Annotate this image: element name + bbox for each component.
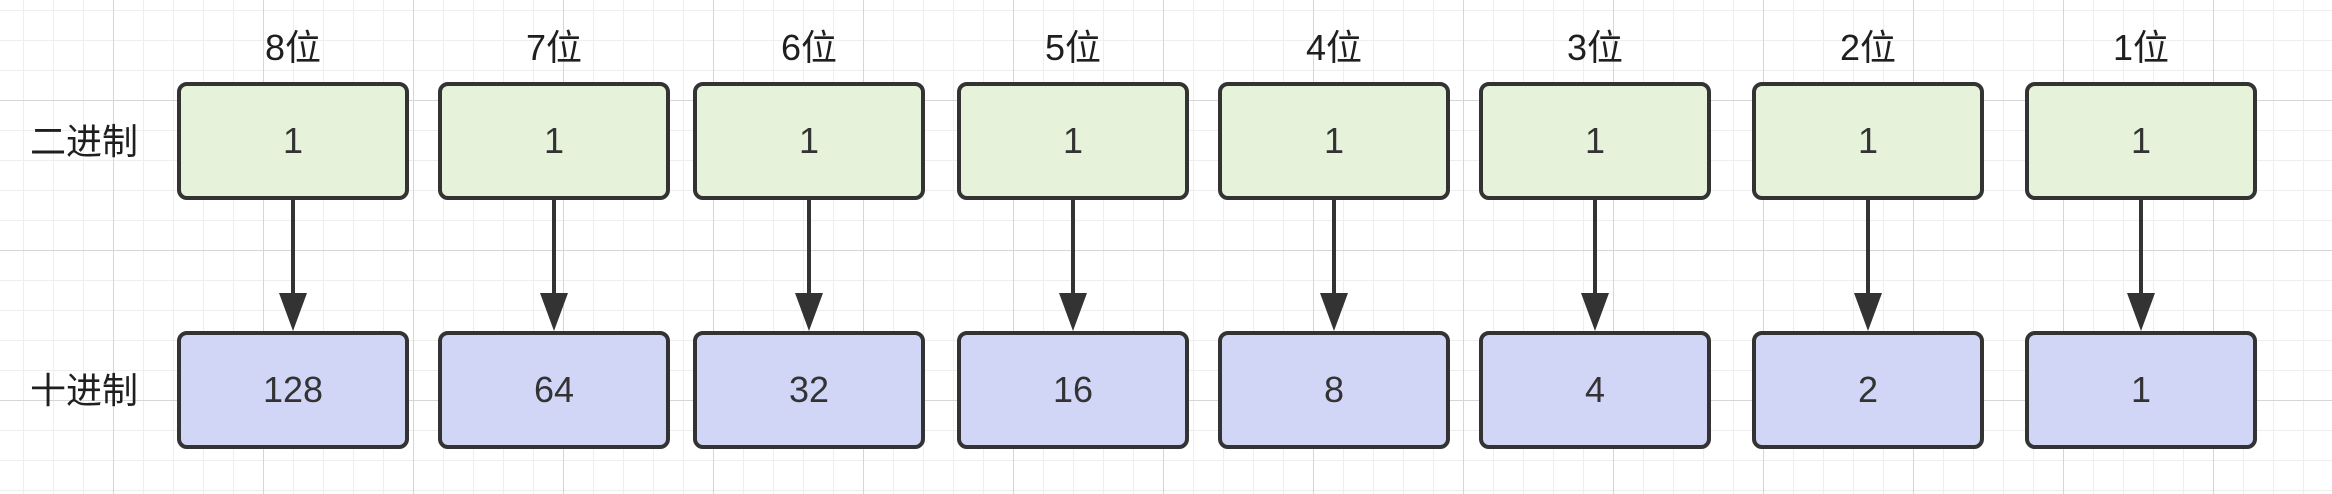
arrow-line [807,200,811,296]
bit-column-3: 3位 1 4 [1479,0,1711,494]
bit-position-label: 7位 [525,27,583,68]
decimal-value-box: 4 [1479,331,1711,449]
bit-column-5: 5位 1 16 [957,0,1189,494]
bit-position-label: 4位 [1305,27,1363,68]
arrow-line [1593,200,1597,296]
arrow-line [291,200,295,296]
bit-position-label: 6位 [780,27,838,68]
bit-position-label: 5位 [1044,27,1102,68]
binary-digit-box: 1 [957,82,1189,200]
decimal-row-label: 十进制 [30,370,139,411]
binary-digit-box: 1 [1752,82,1984,200]
bit-column-1: 1位 1 1 [2025,0,2257,494]
binary-digit-box: 1 [2025,82,2257,200]
bit-position-label: 3位 [1566,27,1624,68]
bit-column-7: 7位 1 64 [438,0,670,494]
arrow-head-icon [540,293,568,331]
decimal-value-box: 8 [1218,331,1450,449]
arrow-line [1071,200,1075,296]
bit-position-label: 1位 [2112,27,2170,68]
binary-digit-box: 1 [1218,82,1450,200]
bit-column-4: 4位 1 8 [1218,0,1450,494]
bit-column-6: 6位 1 32 [693,0,925,494]
binary-digit-box: 1 [693,82,925,200]
arrow-line [552,200,556,296]
decimal-value-box: 2 [1752,331,1984,449]
arrow-line [1866,200,1870,296]
arrow-head-icon [795,293,823,331]
bit-position-label: 2位 [1839,27,1897,68]
arrow-line [2139,200,2143,296]
decimal-value-box: 16 [957,331,1189,449]
decimal-value-box: 32 [693,331,925,449]
decimal-value-box: 1 [2025,331,2257,449]
arrow-head-icon [2127,293,2155,331]
binary-row-label: 二进制 [30,121,139,162]
decimal-value-box: 128 [177,331,409,449]
bit-column-8: 8位 1 128 [177,0,409,494]
arrow-head-icon [1854,293,1882,331]
binary-digit-box: 1 [438,82,670,200]
arrow-head-icon [1059,293,1087,331]
arrow-line [1332,200,1336,296]
arrow-head-icon [279,293,307,331]
binary-digit-box: 1 [1479,82,1711,200]
bit-column-2: 2位 1 2 [1752,0,1984,494]
binary-digit-box: 1 [177,82,409,200]
arrow-head-icon [1320,293,1348,331]
bit-position-label: 8位 [264,27,322,68]
arrow-head-icon [1581,293,1609,331]
decimal-value-box: 64 [438,331,670,449]
